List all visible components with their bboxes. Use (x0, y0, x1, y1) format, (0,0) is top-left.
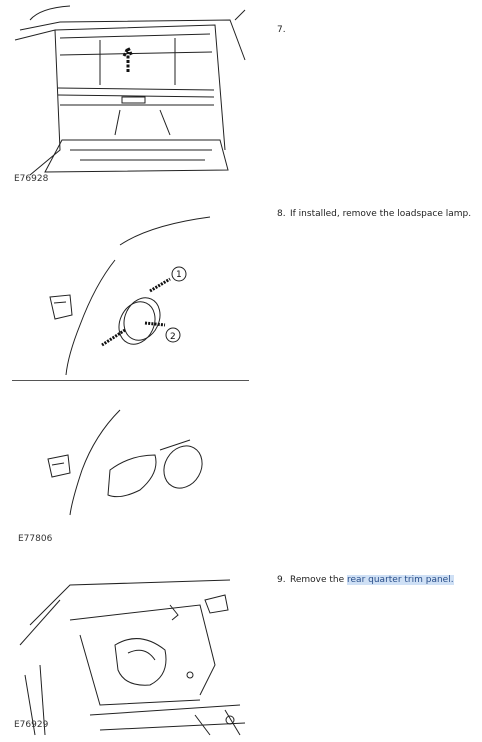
step-text: If installed, remove the loadspace lamp. (290, 209, 472, 219)
figure-trim-panel (0, 575, 250, 742)
step-number: 9. (277, 575, 286, 585)
callout-2: 2 (170, 332, 176, 342)
step-text: Remove the (290, 575, 348, 585)
figure-code-e76929: E76929 (14, 720, 49, 730)
figure-lamp-removal: 1 2 (0, 215, 250, 545)
tailgate-loadspace-cover-icon (14, 5, 246, 176)
figure-code-e76928: E76928 (14, 174, 49, 184)
step-number: 8. (277, 209, 286, 219)
step-7: 7. (277, 24, 290, 36)
figure-loadspace-cover (0, 0, 250, 190)
rear-quarter-trim-panel-icon (19, 579, 246, 736)
callout-1: 1 (176, 270, 182, 280)
figure-code-e77806: E77806 (18, 534, 53, 544)
rear-quarter-trim-panel-link[interactable]: rear quarter trim panel. (347, 575, 454, 585)
figure-divider (12, 380, 249, 381)
step-8: 8. If installed, remove the loadspace lam… (277, 208, 471, 220)
step-number: 7. (277, 25, 286, 35)
step-9: 9. Remove the rear quarter trim panel. (277, 574, 454, 586)
loadspace-lamp-removal-icon: 1 2 (47, 216, 211, 516)
